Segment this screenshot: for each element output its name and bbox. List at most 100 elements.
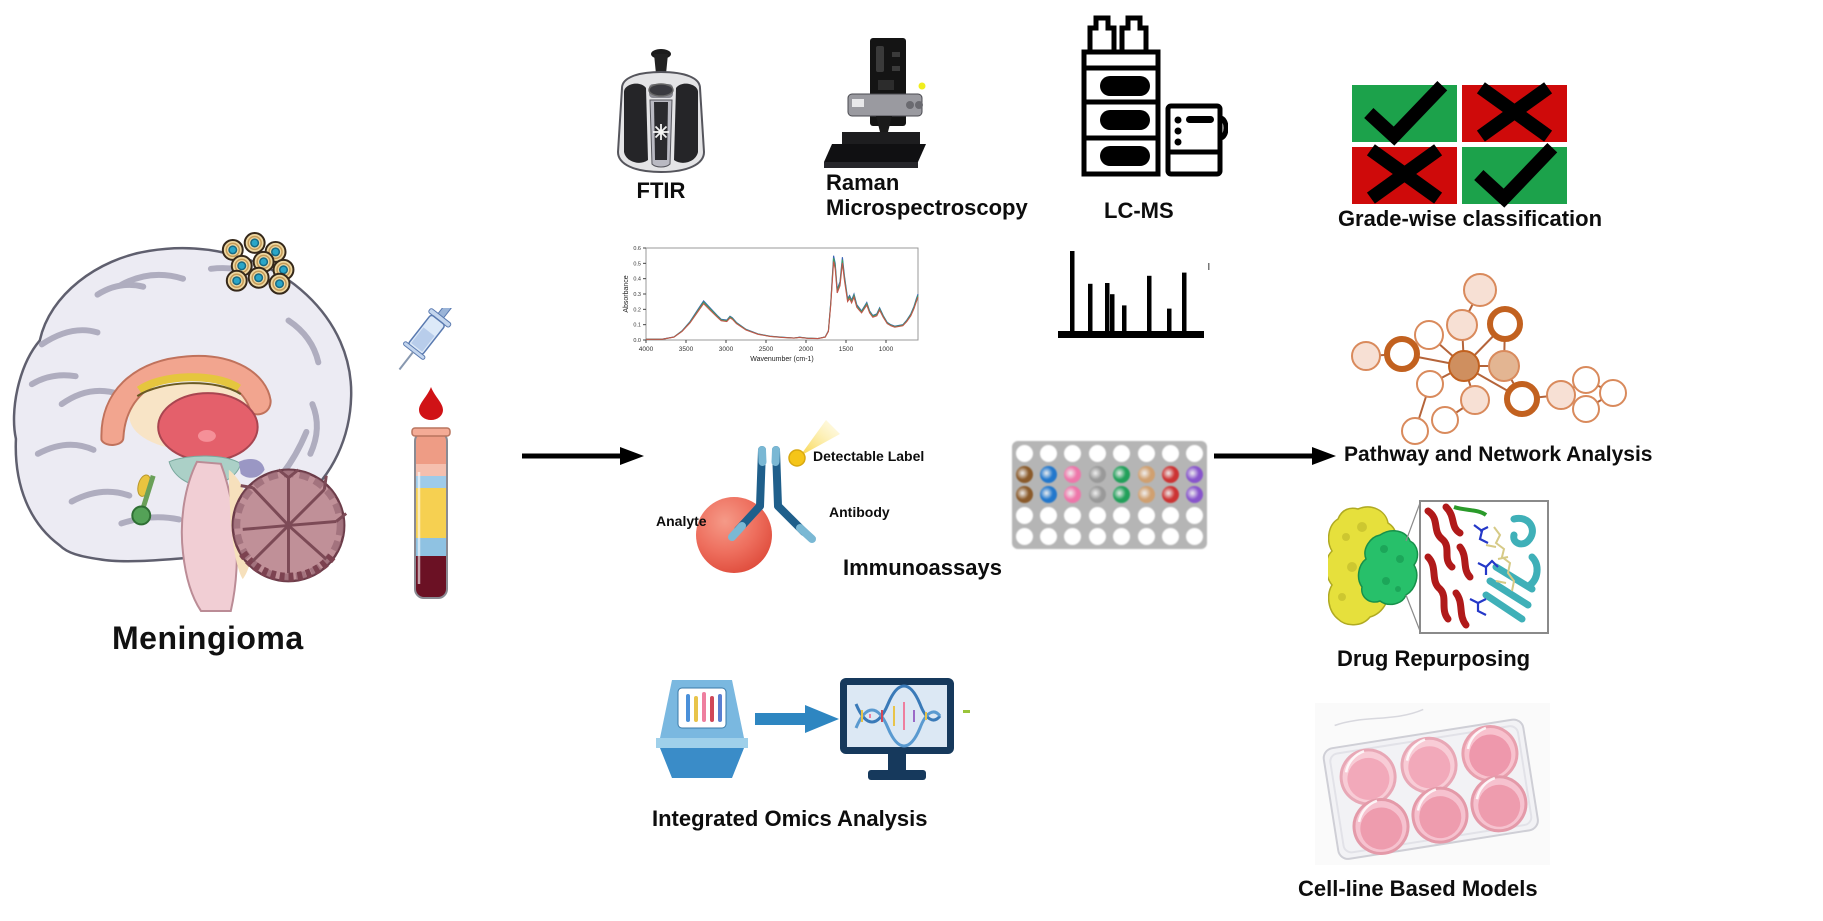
tube-layer-upper-plasma [415, 464, 447, 478]
sequencer-icon [656, 680, 748, 778]
sample-well [1186, 486, 1204, 504]
x-tick-label: 2500 [759, 346, 774, 353]
y-tick-label: 0.3 [633, 292, 641, 298]
network-node-plain [1599, 379, 1627, 407]
empty-well [1040, 507, 1058, 525]
cell-culture-plate-photo [1315, 703, 1550, 865]
arrow-sample-to-assays [522, 447, 644, 465]
mass-spectrum-chart [1058, 251, 1210, 338]
x-tick-label: 1500 [839, 346, 854, 353]
tube-layer-cap [415, 432, 447, 466]
protein-surface-green [1357, 529, 1419, 606]
network-node-plain [1416, 370, 1444, 398]
network-node-light [1463, 273, 1497, 307]
network-node-hub2 [1488, 350, 1520, 382]
network-node-ring [1504, 381, 1540, 417]
y-tick-label: 0.1 [633, 323, 641, 329]
sample-well [1015, 486, 1033, 504]
pathway-network-diagram [1351, 273, 1627, 445]
x-tick-label: 1000 [879, 346, 894, 353]
grade-classification-grid [1352, 80, 1567, 208]
x-tick-label: 3000 [719, 346, 734, 353]
sample-well [1040, 465, 1058, 483]
label-glow [800, 420, 840, 456]
empty-well [1113, 528, 1131, 546]
y-tick-label: 0.0 [633, 338, 641, 344]
ms-peak [1110, 294, 1115, 331]
thalamus [157, 392, 259, 462]
immunoassays-label: Immunoassays [843, 555, 1002, 580]
sample-well [1137, 465, 1155, 483]
y-tick-label: 0.2 [633, 307, 641, 313]
pituitary-gland [131, 505, 152, 526]
ftir-label: FTIR [636, 178, 686, 203]
network-node-hub [1448, 350, 1480, 382]
tube-layer-buffy-top [415, 476, 447, 490]
red-helices [1424, 503, 1474, 629]
laser-dot [918, 82, 926, 90]
empty-well [1064, 444, 1082, 462]
empty-well [1088, 528, 1106, 546]
empty-well [1186, 507, 1204, 525]
pathway-label: Pathway and Network Analysis [1344, 443, 1653, 466]
antibody-text: Antibody [829, 504, 890, 520]
grade-cell-check [1462, 142, 1567, 208]
thalamus-highlight [197, 429, 216, 442]
detectable-label-text: Detectable Label [813, 448, 925, 464]
omics-label: Integrated Omics Analysis [652, 806, 928, 831]
y-tick-label: 0.6 [633, 246, 641, 252]
sample-well [1113, 465, 1131, 483]
arrow-assays-to-analysis [1214, 447, 1336, 465]
tumor-cells [221, 231, 295, 295]
pituitary-stalk [140, 474, 156, 509]
network-node-light [1546, 380, 1576, 410]
cerebellum [231, 468, 348, 583]
fornix-yellow [136, 373, 241, 394]
ms-peak [1105, 283, 1110, 331]
empty-well [1186, 444, 1204, 462]
empty-well [1113, 444, 1131, 462]
empty-well [1088, 507, 1106, 525]
cross-mark-icon [1366, 144, 1443, 204]
drug-label: Drug Repurposing [1337, 646, 1531, 671]
plot-frame [645, 247, 919, 341]
spectrum-trace-trace-red [646, 261, 919, 340]
antibody-shape [728, 446, 816, 543]
empty-well [1137, 507, 1155, 525]
empty-well [1040, 444, 1058, 462]
empty-well [1161, 507, 1179, 525]
empty-well [1137, 444, 1155, 462]
sample-well [1088, 465, 1106, 483]
x-tick-label: 4000 [639, 346, 654, 353]
green-strand [1453, 505, 1488, 517]
network-node-light [1446, 309, 1478, 341]
drug-repurposing-figure [1328, 500, 1549, 634]
network-node-ring [1384, 336, 1420, 372]
analysis-monitor-icon [840, 678, 954, 780]
cyan-sheets [1482, 514, 1541, 623]
empty-well [1113, 507, 1131, 525]
network-node-plain [1414, 320, 1444, 350]
y-axis-label: Absorbance [623, 275, 630, 312]
culture-wells [1339, 725, 1528, 855]
dna-helix [854, 684, 942, 748]
x-tick-label: 3500 [679, 346, 694, 353]
meningioma-label: Meningioma [112, 620, 304, 656]
network-node-plain [1431, 406, 1459, 434]
fornix-outline [136, 382, 242, 397]
empty-well [1015, 444, 1033, 462]
empty-well [1161, 444, 1179, 462]
check-mark-icon [1474, 142, 1558, 208]
syringe-icon [398, 308, 452, 371]
ligand-sticks-pale [1485, 526, 1516, 592]
y-tick-label: 0.5 [633, 261, 641, 267]
empty-well [1088, 444, 1106, 462]
sample-well [1161, 465, 1179, 483]
empty-well [1040, 528, 1058, 546]
grade-cell-cross [1352, 144, 1457, 204]
ms-peak [1167, 308, 1172, 331]
tube-layer-buffy-bottom [415, 538, 447, 558]
cross-mark-icon [1476, 82, 1553, 142]
